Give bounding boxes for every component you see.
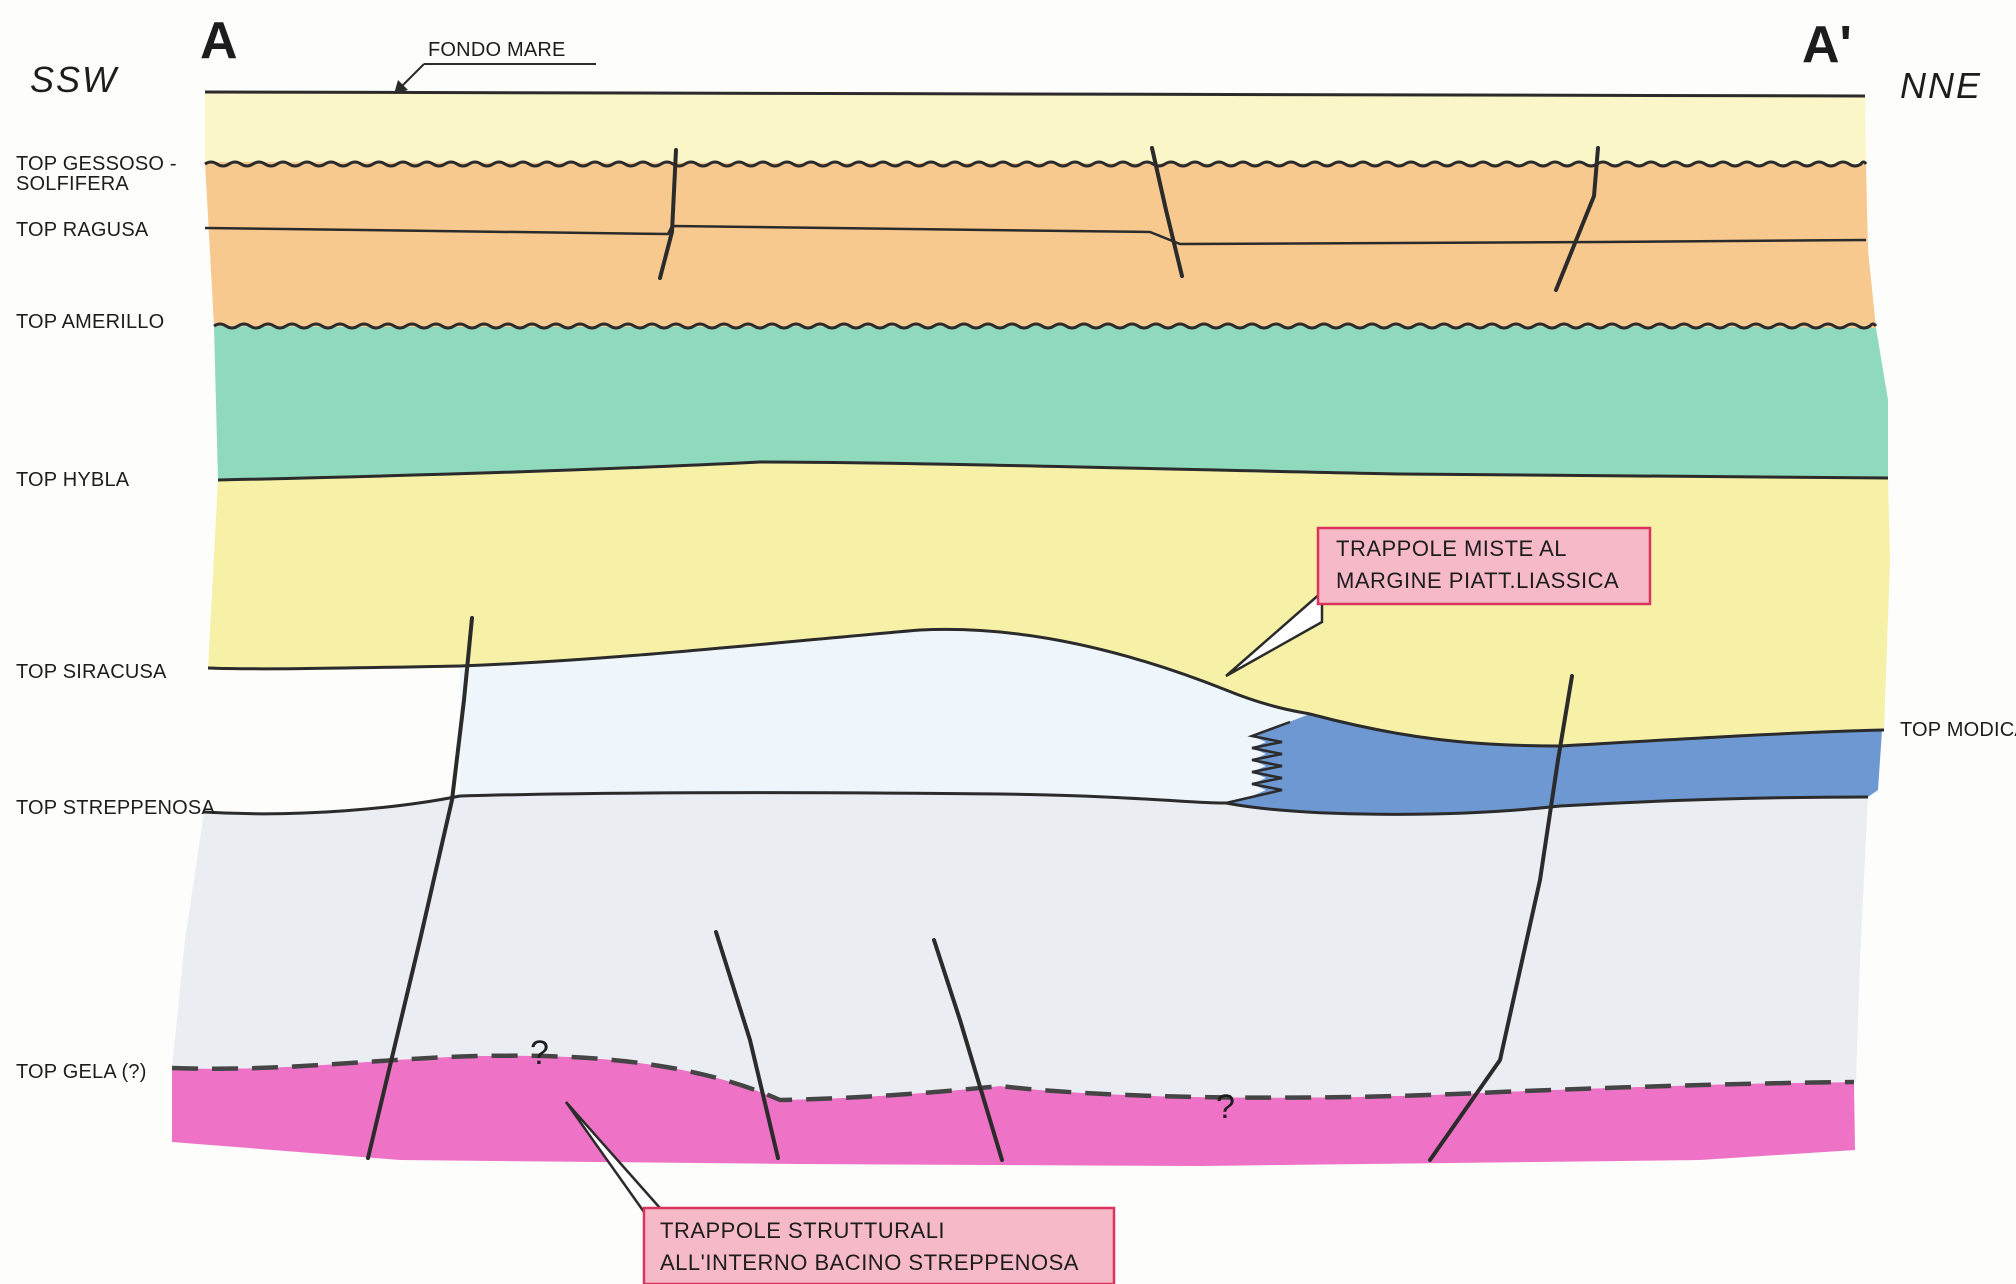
callout-mixed-line2: MARGINE PIATT.LIASSICA	[1336, 568, 1619, 593]
label-top-amerillo: TOP AMERILLO	[16, 311, 164, 333]
streppenosa-basin-layer	[172, 793, 1868, 1100]
seafloor-label: FONDO MARE	[428, 39, 566, 61]
label-top-siracusa: TOP SIRACUSA	[16, 661, 167, 683]
direction-right-label: NNE	[1900, 65, 1982, 106]
section-end-label: A'	[1802, 16, 1852, 74]
section-start-label: A	[200, 12, 238, 70]
label-top-gela: TOP GELA (?)	[16, 1061, 147, 1083]
seafloor-label-group: FONDO MARE	[394, 39, 596, 94]
callout-structural-traps: TRAPPOLE STRUTTURALI ALL'INTERNO BACINO …	[644, 1208, 1114, 1284]
ragusa-layer	[205, 162, 1876, 328]
direction-left-label: SSW	[30, 59, 119, 100]
label-top-hybla: TOP HYBLA	[16, 469, 130, 491]
pliocene-layer	[205, 92, 1866, 164]
label-top-modica: TOP MODICA	[1900, 719, 2016, 741]
question-mark-2: ?	[1216, 1088, 1235, 1126]
label-top-gessoso-2: SOLFIFERA	[16, 173, 129, 195]
amerillo-layer	[214, 326, 1888, 480]
label-top-gessoso-1: TOP GESSOSO -	[16, 153, 177, 175]
question-mark-1: ?	[530, 1034, 549, 1072]
label-top-streppenosa: TOP STREPPENOSA	[16, 797, 215, 819]
callout-structural-line2: ALL'INTERNO BACINO STREPPENOSA	[660, 1250, 1079, 1275]
label-top-ragusa: TOP RAGUSA	[16, 219, 149, 241]
callout-structural-line1: TRAPPOLE STRUTTURALI	[660, 1218, 945, 1243]
callout-mixed-traps: TRAPPOLE MISTE AL MARGINE PIATT.LIASSICA	[1318, 528, 1650, 604]
callout-mixed-line1: TRAPPOLE MISTE AL	[1336, 536, 1567, 561]
